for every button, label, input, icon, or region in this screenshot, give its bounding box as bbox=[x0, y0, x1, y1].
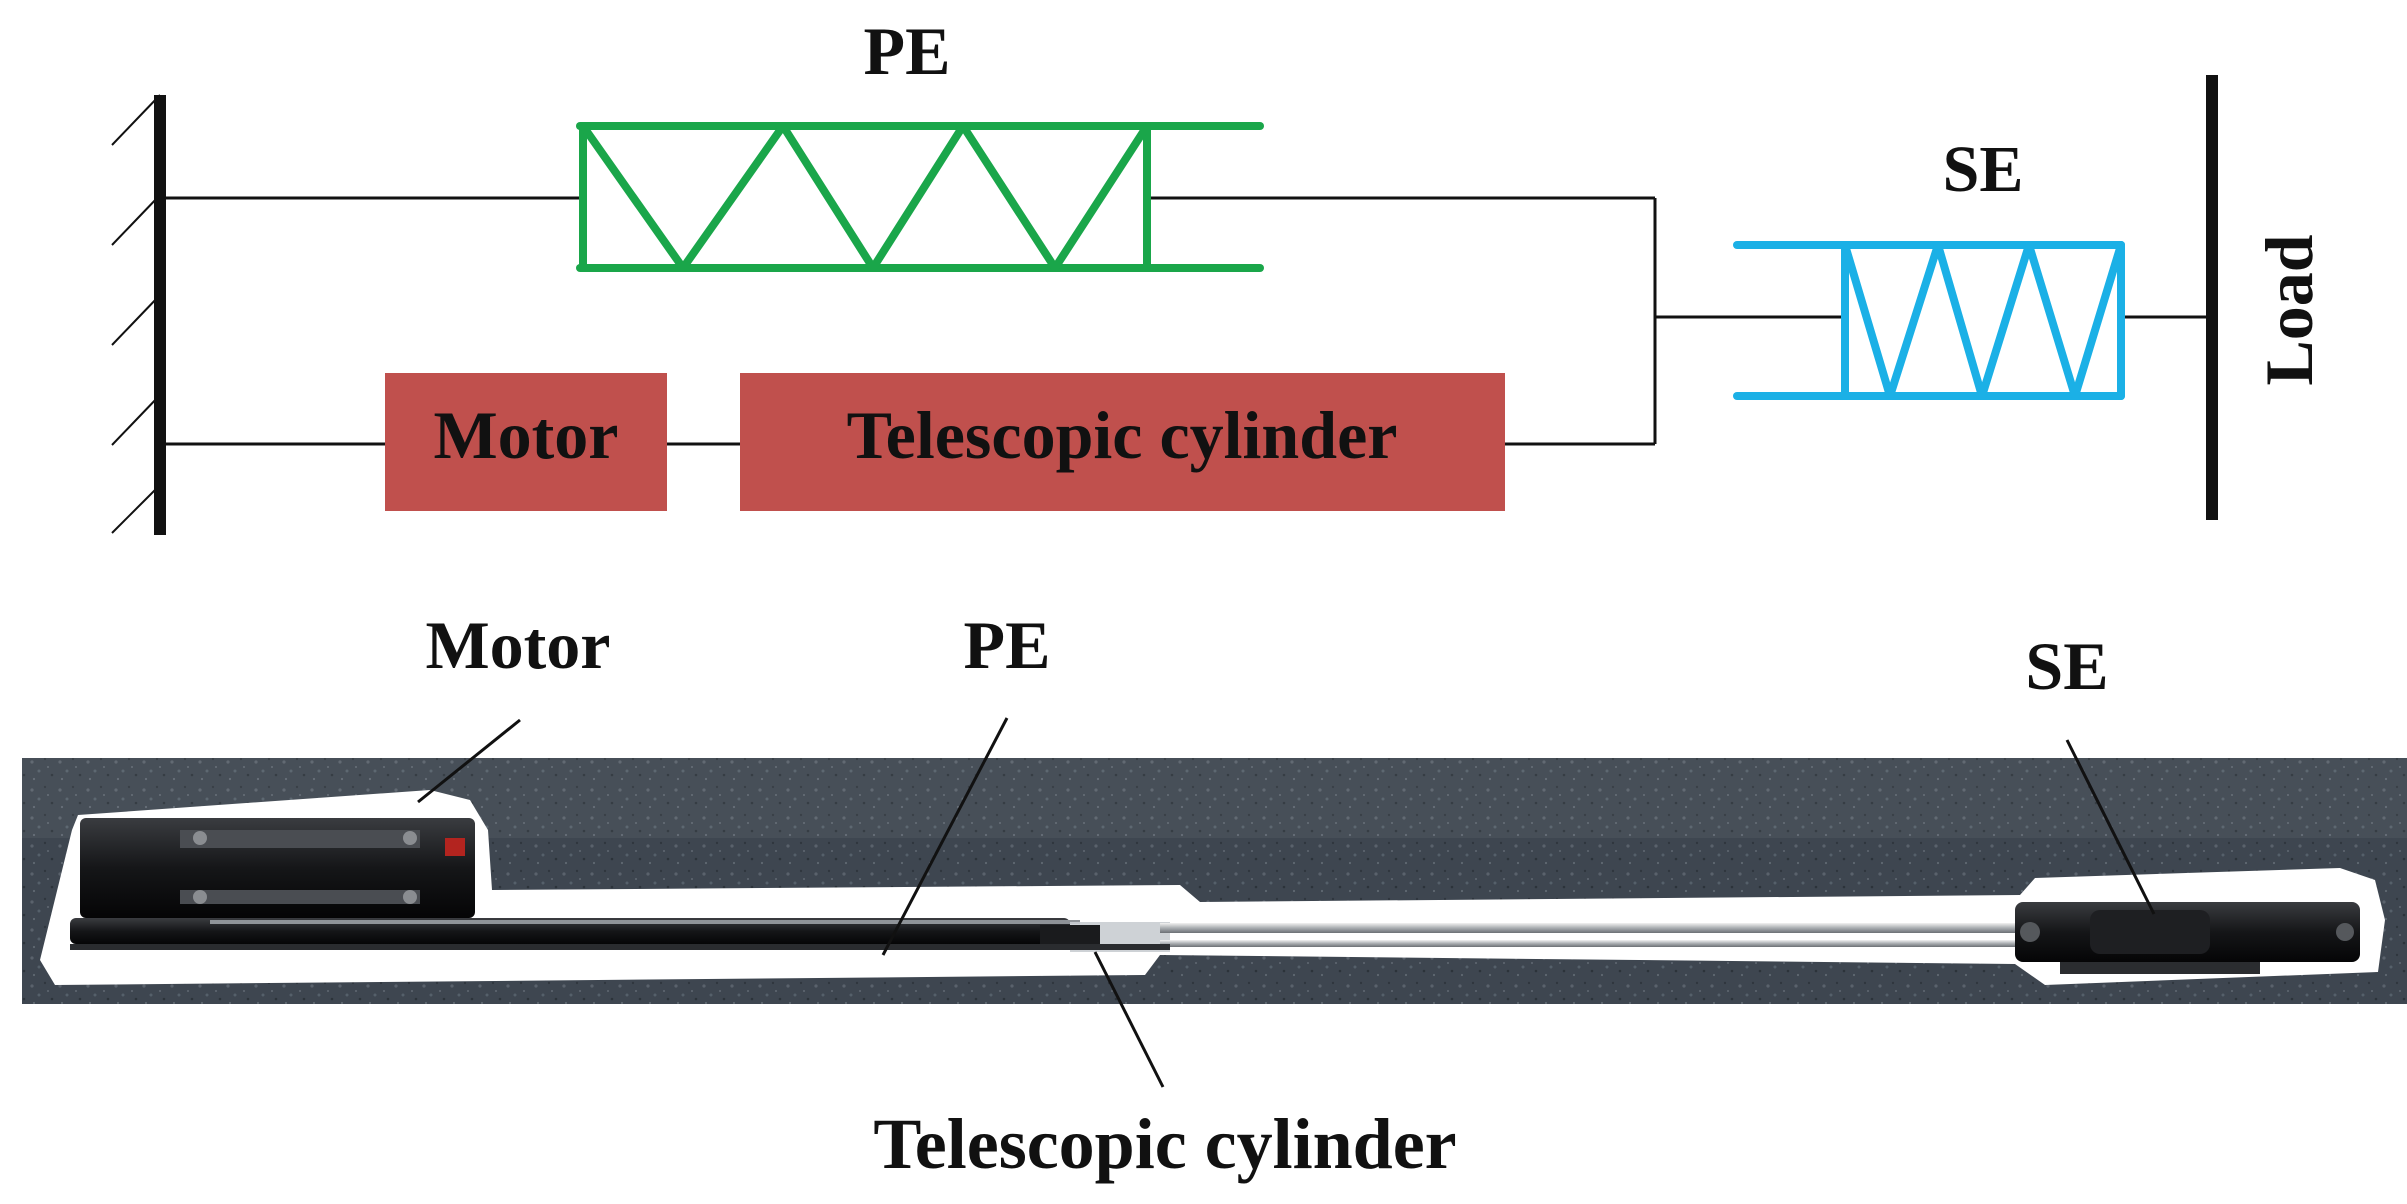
photo-annotations: Motor PE SE Telescopic cylinder bbox=[417, 607, 2156, 1184]
photo-pe-label: PE bbox=[964, 607, 1051, 683]
photo-cylinder-label: Telescopic cylinder bbox=[873, 1104, 1456, 1184]
pe-leader-line bbox=[881, 717, 1009, 956]
device-photo bbox=[22, 758, 2407, 1004]
pe-rod bbox=[70, 918, 1070, 944]
cylinder-leader-line bbox=[1093, 951, 1165, 1088]
motor-body bbox=[80, 818, 475, 918]
ground-wall bbox=[111, 94, 166, 535]
schematic: PE SE Load Motor Telescopic cylinder bbox=[111, 13, 2327, 535]
connection-wires bbox=[160, 196, 2212, 446]
motor-block bbox=[385, 373, 667, 511]
load-label: Load bbox=[2251, 234, 2327, 385]
motor-leader-line bbox=[417, 718, 521, 804]
pe-label: PE bbox=[864, 13, 951, 89]
photo-se-label: SE bbox=[2025, 628, 2108, 704]
se-leader-line bbox=[2065, 739, 2156, 915]
cylinder-block-label: Telescopic cylinder bbox=[847, 397, 1398, 473]
se-unit bbox=[2015, 902, 2360, 974]
cylinder-block bbox=[740, 373, 1505, 511]
motor-block-label: Motor bbox=[433, 397, 618, 473]
photo-motor-label: Motor bbox=[425, 607, 610, 683]
se-spring bbox=[1733, 241, 2125, 400]
pe-spring bbox=[576, 122, 1264, 272]
se-label: SE bbox=[1943, 133, 2024, 206]
telescopic-rod bbox=[1160, 923, 2040, 933]
